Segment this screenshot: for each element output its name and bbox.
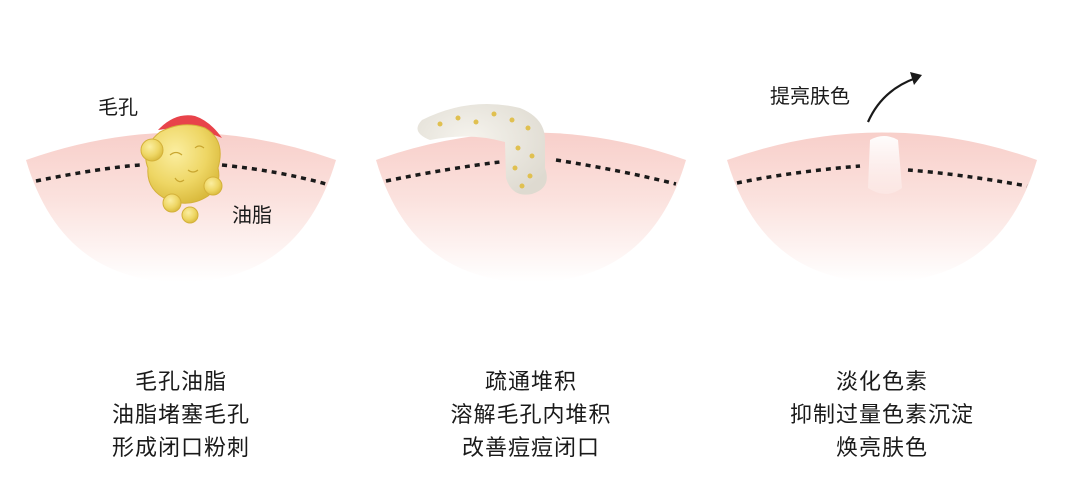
caption-line: 疏通堆积 xyxy=(484,370,577,395)
caption-line: 淡化色素 xyxy=(835,370,928,395)
caption-panel-3: 淡化色素 抑制过量色素沉淀 焕亮肤色 xyxy=(732,366,1032,465)
clear-pore-glow xyxy=(868,136,902,194)
skin-section xyxy=(727,132,1037,282)
caption-line: 油脂堵塞毛孔 xyxy=(111,403,250,428)
skin-dotted-line xyxy=(385,158,677,186)
arrow-head-icon xyxy=(910,72,922,85)
caption-panel-2: 疏通堆积 溶解毛孔内堆积 改善痘痘闭口 xyxy=(381,366,681,465)
panel-brighten-skin: 提亮肤色 xyxy=(727,72,1037,282)
caption-line: 焕亮肤色 xyxy=(835,436,928,461)
brighten-label: 提亮肤色 xyxy=(770,84,850,108)
dissolving-plug xyxy=(417,104,547,195)
caption-line: 抑制过量色素沉淀 xyxy=(789,403,974,428)
pore-label: 毛孔 xyxy=(98,95,138,119)
caption-line: 形成闭口粉刺 xyxy=(111,436,250,461)
sebum-label: 油脂 xyxy=(232,203,272,227)
panel-clogged-pore: 毛孔 油脂 xyxy=(26,95,336,282)
caption-line: 毛孔油脂 xyxy=(134,370,227,395)
brighten-arrow xyxy=(866,76,917,123)
panel-unclog-pore xyxy=(376,104,686,282)
sebum-blob xyxy=(140,124,223,224)
caption-panel-1: 毛孔油脂 油脂堵塞毛孔 形成闭口粉刺 xyxy=(31,366,331,465)
caption-line: 改善痘痘闭口 xyxy=(461,436,600,461)
skin-dotted-line xyxy=(35,163,327,186)
skin-dotted-line xyxy=(736,164,1028,188)
caption-line: 溶解毛孔内堆积 xyxy=(450,403,612,428)
skin-section xyxy=(26,132,336,282)
